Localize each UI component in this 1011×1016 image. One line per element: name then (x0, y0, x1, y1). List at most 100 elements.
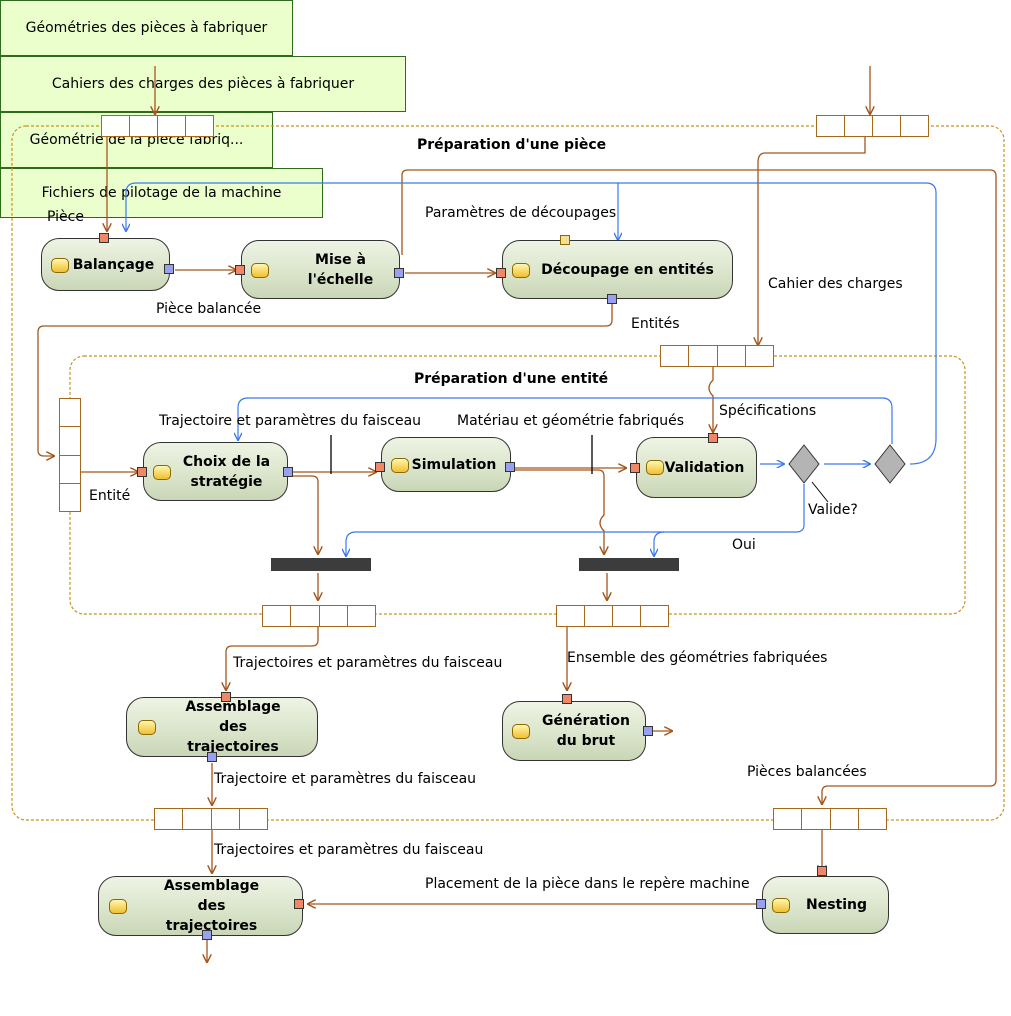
flow-inner-port-to-validation (708, 367, 713, 432)
action-label: Validation (664, 459, 745, 476)
decision-valide-diamond[interactable] (788, 444, 820, 484)
label-ensemble-geometries: Ensemble des géométries fabriquées (567, 650, 828, 666)
output-pin-balancage[interactable] (164, 264, 174, 274)
output-port-assemblage[interactable] (154, 808, 268, 830)
output-pin-decoupage[interactable] (607, 294, 617, 304)
output-pin-generation[interactable] (643, 726, 653, 736)
action-icon (512, 263, 530, 278)
region-preparation-piece (11, 125, 1005, 821)
action-choix-strategie[interactable]: Choix de la stratégie (143, 442, 288, 501)
action-icon (51, 258, 69, 273)
action-icon (646, 460, 664, 475)
action-generation-brut[interactable]: Génération du brut (502, 701, 646, 761)
flow-simulation-to-bar2 (514, 469, 604, 554)
decision-merge-diamond[interactable] (874, 444, 906, 484)
label-trajectoires-parametres-1: Trajectoires et paramètres du faisceau (233, 655, 503, 671)
action-label: Génération du brut (542, 713, 630, 749)
label-parametres-decoupages: Paramètres de découpages (425, 205, 617, 221)
input-pin-balancage[interactable] (99, 233, 109, 243)
action-label: Assemblage des trajectoires (163, 878, 260, 934)
input-pin-nesting[interactable] (817, 866, 827, 876)
input-port-geometries[interactable] (101, 115, 214, 137)
action-icon (391, 458, 409, 473)
join-bar-geometries[interactable] (579, 558, 679, 571)
action-mise-echelle[interactable]: Mise à l'échelle (241, 240, 400, 299)
label-entites: Entités (631, 316, 680, 332)
output-pin-choix[interactable] (283, 467, 293, 477)
action-icon (251, 263, 269, 278)
output-pin-assemblage-1[interactable] (207, 752, 217, 762)
action-assemblage-trajectoires-2[interactable]: Assemblage des trajectoires (98, 876, 303, 936)
flow-port-to-inner-port (758, 137, 866, 345)
ctrl-oui-to-bar2 (654, 531, 665, 556)
action-label: Nesting (805, 897, 868, 913)
label-specifications: Spécifications (719, 403, 817, 419)
input-pin-validation[interactable] (630, 463, 640, 473)
action-simulation[interactable]: Simulation (381, 437, 511, 492)
ctrl-decision2-loop-top (126, 182, 937, 465)
param-geometries-pieces[interactable]: Géométries des pièces à fabriquer (0, 0, 293, 56)
label-trajectoire-parametres-2: Trajectoire et paramètres du faisceau (214, 771, 477, 787)
outer-region-title: Préparation d'une pièce (417, 137, 607, 153)
output-pin-simulation[interactable] (505, 462, 515, 472)
action-icon (772, 898, 790, 913)
ctrl-decision2-to-choix (238, 397, 893, 444)
output-pin-assemblage-2[interactable] (202, 930, 212, 940)
flow-choix-to-bar1 (293, 475, 318, 554)
input-pin-choix[interactable] (137, 467, 147, 477)
action-label: Balançage (72, 256, 155, 273)
param-pin-decoupage[interactable] (560, 235, 570, 245)
param-fichiers-pilotage[interactable]: Fichiers de pilotage de la machine (0, 168, 323, 218)
action-icon (153, 465, 171, 480)
label-piece-balancee: Pièce balancée (156, 301, 262, 317)
output-pin-mise-echelle[interactable] (394, 268, 404, 278)
action-label: Simulation (411, 456, 497, 473)
action-label: Assemblage des trajectoires (185, 699, 281, 755)
input-pin-decoupage[interactable] (496, 268, 506, 278)
action-icon (109, 899, 127, 914)
input-port-entity-cahier[interactable] (660, 345, 774, 367)
flow-port-to-assemblage1 (226, 627, 319, 690)
flow-mise-to-nesting (401, 169, 997, 804)
input-pin-validation-spec[interactable] (708, 433, 718, 443)
action-assemblage-trajectoires-1[interactable]: Assemblage des trajectoires (126, 697, 318, 757)
input-pin-generation[interactable] (562, 694, 572, 704)
output-port-pieces[interactable] (773, 808, 887, 830)
param-cahiers-charges[interactable]: Cahiers des charges des pièces à fabriqu… (0, 56, 406, 112)
label-cahier-des-charges: Cahier des charges (768, 276, 903, 292)
input-port-entity[interactable] (59, 398, 81, 512)
action-balancage[interactable]: Balançage (41, 238, 170, 291)
action-decoupage[interactable]: Découpage en entités (502, 240, 733, 299)
action-label: Découpage en entités (541, 261, 714, 278)
label-trajectoires-parametres-2: Trajectoires et paramètres du faisceau (214, 842, 484, 858)
action-icon (138, 720, 156, 735)
output-pin-nesting[interactable] (756, 899, 766, 909)
action-validation[interactable]: Validation (636, 437, 757, 498)
label-entite: Entité (89, 488, 131, 504)
label-piece: Pièce (47, 209, 84, 225)
flow-decoupage-to-entity-port (37, 302, 613, 456)
input-pin-mise-echelle[interactable] (235, 265, 245, 275)
label-pieces-balancees: Pièces balancées (747, 764, 867, 780)
label-oui: Oui (732, 537, 756, 553)
input-pin-simulation[interactable] (375, 462, 385, 472)
inner-region-title: Préparation d'une entité (414, 371, 609, 387)
join-bar-trajectoires[interactable] (271, 558, 371, 571)
output-port-trajectoires[interactable] (262, 605, 376, 627)
action-label: Mise à l'échelle (307, 251, 374, 288)
label-materiau-geometrie: Matériau et géométrie fabriqués (457, 413, 685, 429)
action-icon (512, 724, 530, 739)
output-port-geometries[interactable] (556, 605, 669, 627)
input-pin-assemblage-2[interactable] (294, 899, 304, 909)
valide-leader-line (811, 481, 829, 503)
label-valide: Valide? (808, 502, 858, 518)
ctrl-oui-to-bar1 (346, 484, 805, 556)
label-trajectoire-parametres: Trajectoire et paramètres du faisceau (159, 413, 422, 429)
action-nesting[interactable]: Nesting (762, 876, 889, 934)
input-pin-assemblage-1[interactable] (221, 692, 231, 702)
label-placement-piece: Placement de la pièce dans le repère mac… (425, 876, 750, 892)
input-port-cahiers[interactable] (816, 115, 929, 137)
action-label: Choix de la stratégie (182, 453, 271, 490)
